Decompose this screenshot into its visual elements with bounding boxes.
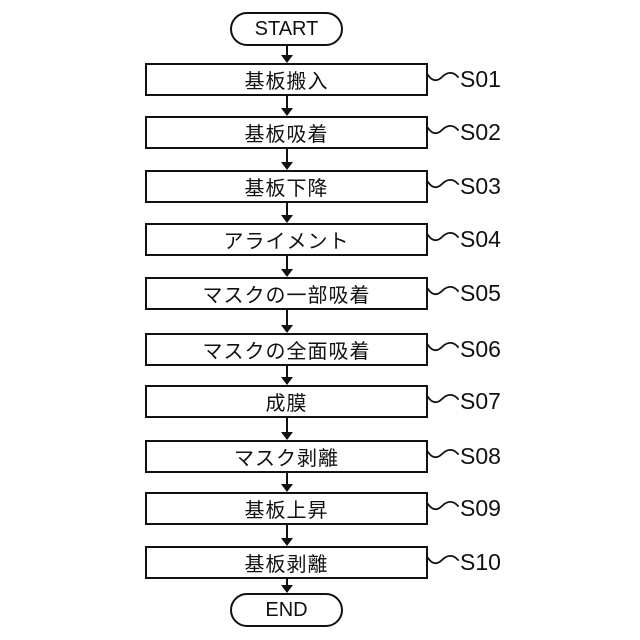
step-code: S09 [460, 495, 501, 521]
squiggle-connector [427, 554, 459, 565]
process-box: 基板下降 [145, 170, 428, 203]
step-code: S06 [460, 336, 501, 362]
flow-arrow-down [281, 473, 293, 492]
process-label: 基板上昇 [244, 500, 329, 522]
flow-arrow-down [281, 579, 293, 593]
squiggle-connector [427, 285, 459, 296]
process-label: 基板剥離 [244, 554, 329, 576]
process-box: 成膜 [145, 385, 428, 418]
step-code: S05 [460, 280, 501, 306]
flow-arrow-down [281, 310, 293, 333]
process-box: 基板搬入 [145, 63, 428, 96]
flow-arrow-down [281, 149, 293, 170]
step-code: S01 [460, 66, 501, 92]
process-label: アライメント [223, 231, 350, 253]
process-label: 基板搬入 [244, 71, 329, 93]
process-label: 基板下降 [244, 178, 329, 200]
process-box: 基板上昇 [145, 492, 428, 525]
process-box: マスクの一部吸着 [145, 277, 428, 310]
process-box: マスク剥離 [145, 440, 428, 473]
flow-arrow-down [281, 525, 293, 546]
flow-arrow-down [281, 256, 293, 277]
flow-arrow-down [281, 203, 293, 223]
squiggle-connector [427, 393, 459, 404]
flow-arrow-down [281, 366, 293, 385]
process-box: 基板剥離 [145, 546, 428, 579]
process-label: 成膜 [265, 393, 308, 415]
squiggle-connector [427, 231, 459, 242]
start-terminator: START [230, 12, 343, 46]
process-label: マスクの全面吸着 [202, 341, 371, 363]
step-code: S08 [460, 443, 501, 469]
process-label: 基板吸着 [244, 124, 329, 146]
squiggle-connector [427, 500, 459, 511]
start-label: START [254, 17, 319, 40]
step-code: S10 [460, 549, 501, 575]
process-box: アライメント [145, 223, 428, 256]
process-box: 基板吸着 [145, 116, 428, 149]
step-code: S04 [460, 226, 501, 252]
process-label: マスク剥離 [234, 448, 339, 470]
end-terminator: END [230, 593, 343, 627]
end-label: END [265, 598, 308, 621]
step-code: S02 [460, 119, 501, 145]
flow-arrow-down [281, 96, 293, 116]
squiggle-connector [427, 71, 459, 82]
process-box: マスクの全面吸着 [145, 333, 428, 366]
flow-arrow-down [281, 45, 293, 63]
step-code: S03 [460, 173, 501, 199]
squiggle-connector [427, 178, 459, 189]
squiggle-connector [427, 124, 459, 135]
squiggle-connector [427, 448, 459, 459]
step-code: S07 [460, 388, 501, 414]
process-label: マスクの一部吸着 [202, 285, 371, 307]
squiggle-connector [427, 341, 459, 352]
flow-arrow-down [281, 418, 293, 440]
